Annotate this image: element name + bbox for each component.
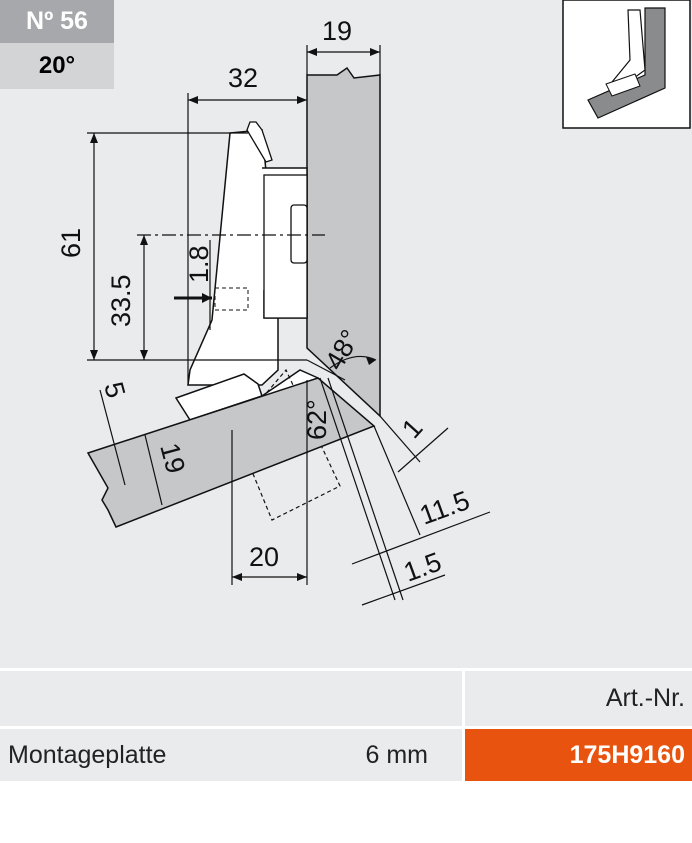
- dim-19-top: 19: [322, 16, 352, 46]
- dim-33-5: 33.5: [106, 274, 136, 327]
- header-blank-cell: [0, 671, 462, 726]
- hinge-technical-drawing: 19 32 61 33.5 1.8 48° 5 19 62° 1 11.5 20…: [56, 0, 691, 606]
- dim-1-5: 1.5: [400, 547, 446, 588]
- dim-20: 20: [249, 542, 279, 572]
- table-row: Montageplatte 6 mm 175H9160: [0, 729, 692, 781]
- dimension-arrowheads: [90, 48, 380, 581]
- door-panel: [86, 377, 376, 528]
- dim-61: 61: [56, 228, 86, 258]
- table-header-row: Art.-Nr.: [0, 671, 692, 726]
- article-number[interactable]: 175H9160: [465, 729, 692, 781]
- mounting-plate-label: Montageplatte: [0, 729, 322, 781]
- hinge-thumbnail: [562, 0, 691, 129]
- header-art-cell: Art.-Nr.: [465, 671, 692, 726]
- model-number-badge: Nº 56: [0, 0, 114, 43]
- hinge-arm: [187, 121, 308, 386]
- mounting-plate-size: 6 mm: [322, 729, 462, 781]
- dim-11-5: 11.5: [416, 485, 474, 530]
- dimension-lines: [87, 45, 491, 606]
- dim-1-8: 1.8: [184, 245, 214, 283]
- dim-5: 5: [98, 379, 131, 401]
- dim-62-deg: 62°: [302, 399, 332, 440]
- angle-badge: 20°: [0, 43, 114, 89]
- dim-32: 32: [228, 63, 258, 93]
- cabinet-side-panel: [306, 66, 381, 418]
